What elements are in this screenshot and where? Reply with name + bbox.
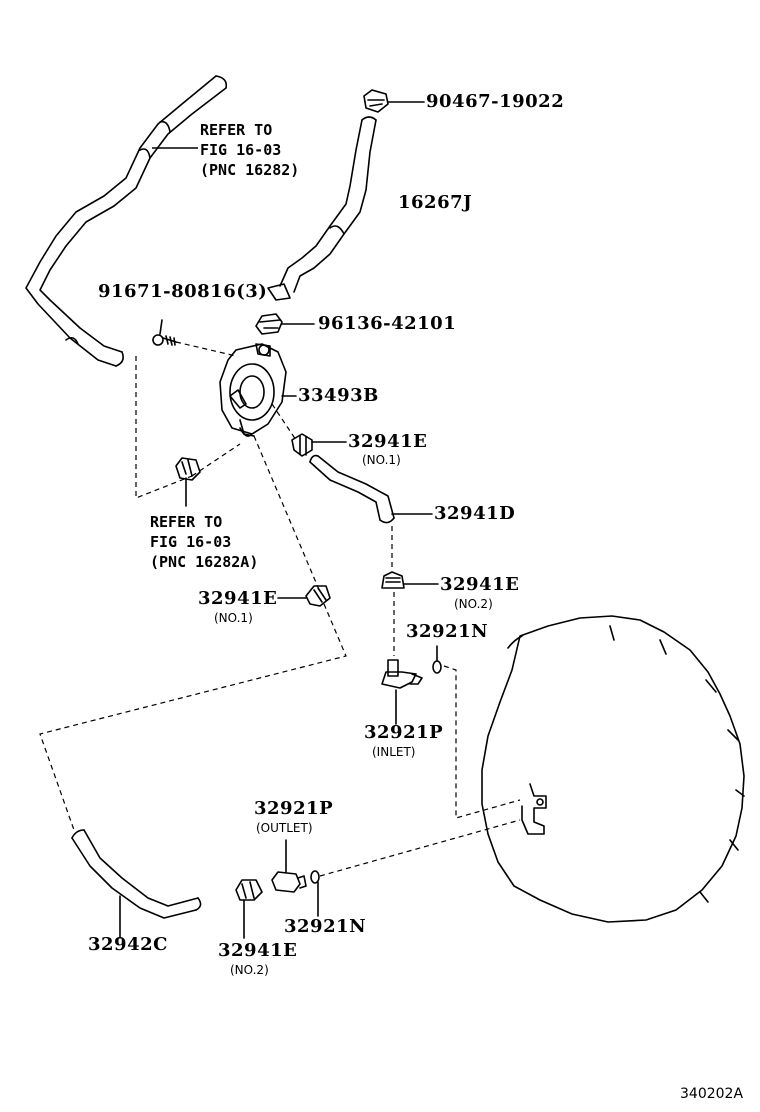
- label-32941e-top: 32941E: [348, 431, 428, 452]
- hose-16267j: [267, 116, 377, 301]
- cap-96136: [255, 313, 315, 335]
- refer-mid-line2: FIG 16-03: [150, 533, 232, 551]
- clamp-32941e-mid: [381, 571, 439, 589]
- diagram-code: 340202A: [680, 1086, 744, 1102]
- oring-32921n-bottom: [310, 870, 320, 917]
- label-32921p-inlet: 32921P: [364, 722, 444, 743]
- dashed-connectors: [39, 341, 521, 877]
- label-32941e-left: 32941E: [198, 588, 278, 609]
- union-32921p-inlet: [381, 659, 423, 725]
- vacuum-pump-33493b: [219, 343, 297, 437]
- label-90467: 90467-19022: [426, 91, 565, 112]
- clamp-32941e-top: [291, 433, 347, 457]
- transmission-case: [481, 615, 745, 923]
- label-32921n-bottom: 32921N: [284, 916, 367, 937]
- label-32941e-mid-sub: (NO.2): [454, 597, 493, 611]
- label-32921n-top: 32921N: [406, 621, 489, 642]
- hose-32941d: [309, 454, 433, 524]
- clamp-32941e-left: [277, 585, 331, 607]
- label-32941e-mid: 32941E: [440, 574, 520, 595]
- refer-mid-line1: REFER TO: [150, 513, 223, 531]
- label-91671: 91671-80816(3): [98, 281, 268, 302]
- label-16267j: 16267J: [398, 192, 473, 213]
- clip-90467: [363, 89, 425, 113]
- label-33493b: 33493B: [298, 385, 379, 406]
- label-32941e-top-sub: (NO.1): [362, 453, 401, 467]
- union-32921p-outlet: [271, 839, 307, 893]
- refer-top-line1: REFER TO: [200, 121, 273, 139]
- clamp-32941e-bottom: [235, 879, 263, 939]
- refer-mid-line3: (PNC 16282A): [150, 553, 259, 571]
- label-96136: 96136-42101: [318, 313, 457, 334]
- oring-32921n-top: [432, 645, 442, 674]
- label-32941d: 32941D: [434, 503, 516, 524]
- refer-top-line2: FIG 16-03: [200, 141, 282, 159]
- hose-32942c: [71, 829, 202, 939]
- refer-top-line3: (PNC 16282): [200, 161, 300, 179]
- clamp-bracket-left: [175, 457, 201, 507]
- label-32941e-bottom: 32941E: [218, 940, 298, 961]
- bolt-91671: [152, 319, 177, 346]
- label-32921p-outlet-sub: (OUTLET): [256, 821, 313, 835]
- label-32941e-bottom-sub: (NO.2): [230, 963, 269, 977]
- hose-16282: [25, 75, 228, 367]
- label-32942c: 32942C: [88, 934, 168, 955]
- label-32921p-inlet-sub: (INLET): [372, 745, 416, 759]
- leaders: [152, 147, 198, 149]
- label-32941e-left-sub: (NO.1): [214, 611, 253, 625]
- label-32921p-outlet: 32921P: [254, 798, 334, 819]
